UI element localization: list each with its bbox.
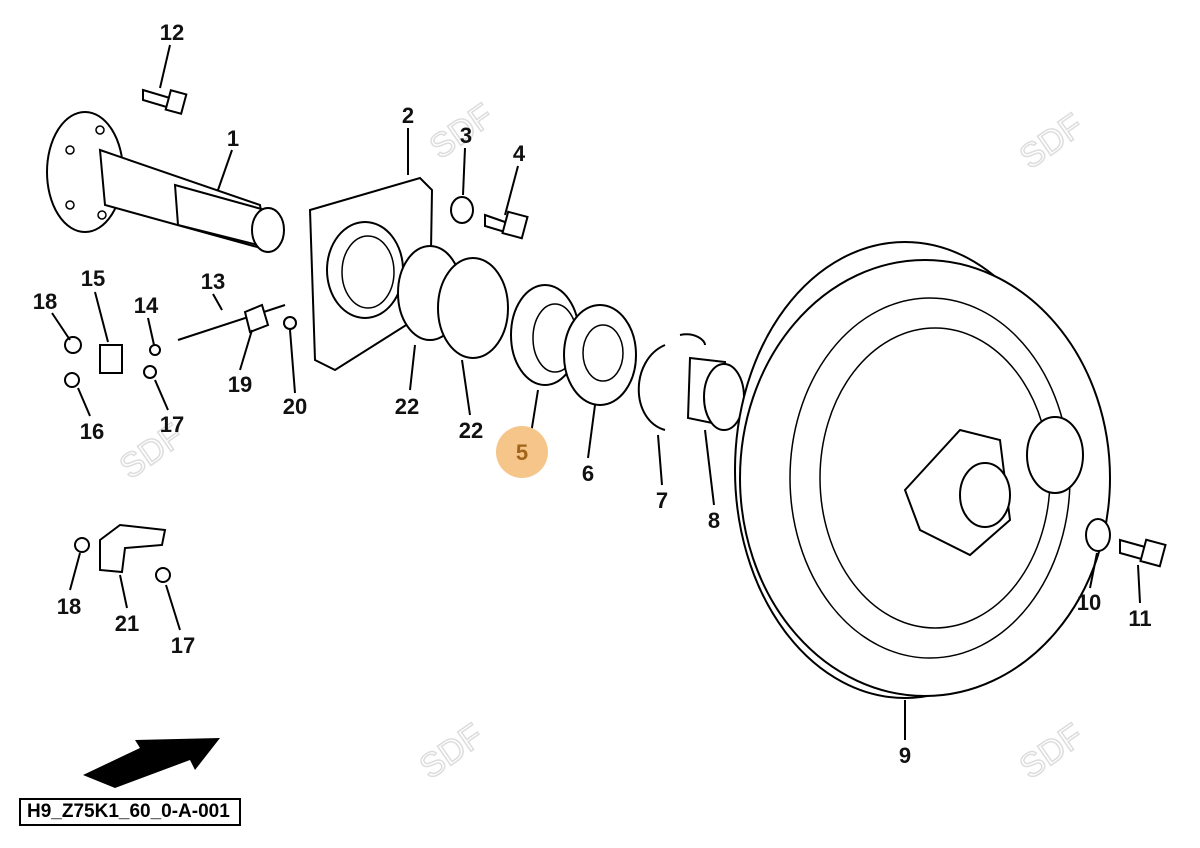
callout-22[interactable]: 22	[395, 394, 419, 419]
part-20-pin	[283, 316, 297, 330]
callout-2[interactable]: 2	[402, 103, 414, 128]
part-7-circlip	[679, 333, 706, 346]
part-2-bearing-housing	[308, 176, 434, 372]
part-12-bolt	[142, 88, 188, 115]
part-16-screw	[64, 372, 80, 388]
callout-14[interactable]: 14	[134, 293, 159, 318]
callout-19[interactable]: 19	[228, 372, 252, 397]
callout-9[interactable]: 9	[899, 743, 911, 768]
callout-8[interactable]: 8	[708, 508, 720, 533]
callout-15[interactable]: 15	[81, 266, 105, 291]
watermark: SDF	[1013, 716, 1090, 786]
part-14-screw	[149, 344, 161, 356]
part-18-nut	[74, 537, 90, 553]
part-11-bolt	[1119, 538, 1167, 568]
part-4-bolt	[484, 210, 529, 240]
callout-22[interactable]: 22	[459, 418, 483, 443]
callout-17[interactable]: 17	[171, 633, 195, 658]
callout-18[interactable]: 18	[33, 289, 57, 314]
leader-lines	[51, 44, 1141, 740]
callouts: 12 1 2 3 4 15 13 18 14 19 20 22 22 5 6 7…	[33, 20, 1152, 768]
part-18-nut	[64, 336, 82, 354]
part-6-shim	[563, 304, 637, 406]
callout-12[interactable]: 12	[160, 20, 184, 45]
callout-1[interactable]: 1	[227, 126, 239, 151]
diagram-reference-code: H9_Z75K1_60_0-A-001	[19, 798, 241, 826]
part-10-washer	[1085, 518, 1111, 552]
callout-18[interactable]: 18	[57, 594, 81, 619]
part-17-screw	[155, 567, 171, 583]
watermark: SDF	[1013, 106, 1090, 176]
callout-11[interactable]: 11	[1128, 606, 1151, 631]
highlight-marker	[496, 426, 548, 478]
callout-6[interactable]: 6	[582, 461, 594, 486]
part-19-clip	[243, 303, 270, 334]
part-9-brake-disc-hub	[734, 241, 1111, 699]
part-13-rod	[177, 304, 286, 341]
callout-20[interactable]: 20	[283, 394, 307, 419]
part-8-sleeve	[686, 356, 745, 431]
part-1-axle-shaft	[46, 111, 285, 253]
callout-4[interactable]: 4	[513, 141, 526, 166]
callout-10[interactable]: 10	[1077, 590, 1101, 615]
part-22-o-ring	[437, 257, 509, 359]
part-21-bracket	[99, 523, 167, 574]
part-15-block	[99, 344, 123, 374]
callout-5-highlighted[interactable]: 5	[516, 440, 528, 465]
callout-16[interactable]: 16	[80, 419, 104, 444]
callout-17[interactable]: 17	[160, 412, 184, 437]
watermark: SDF	[413, 716, 490, 786]
part-17-screw	[143, 365, 157, 379]
callout-21[interactable]: 21	[115, 611, 139, 636]
callout-3[interactable]: 3	[460, 123, 472, 148]
part-3-washer	[450, 196, 474, 224]
direction-arrow-icon	[83, 738, 220, 788]
callout-13[interactable]: 13	[201, 269, 225, 294]
part-7-circlip	[637, 344, 666, 431]
callout-7[interactable]: 7	[656, 488, 668, 513]
